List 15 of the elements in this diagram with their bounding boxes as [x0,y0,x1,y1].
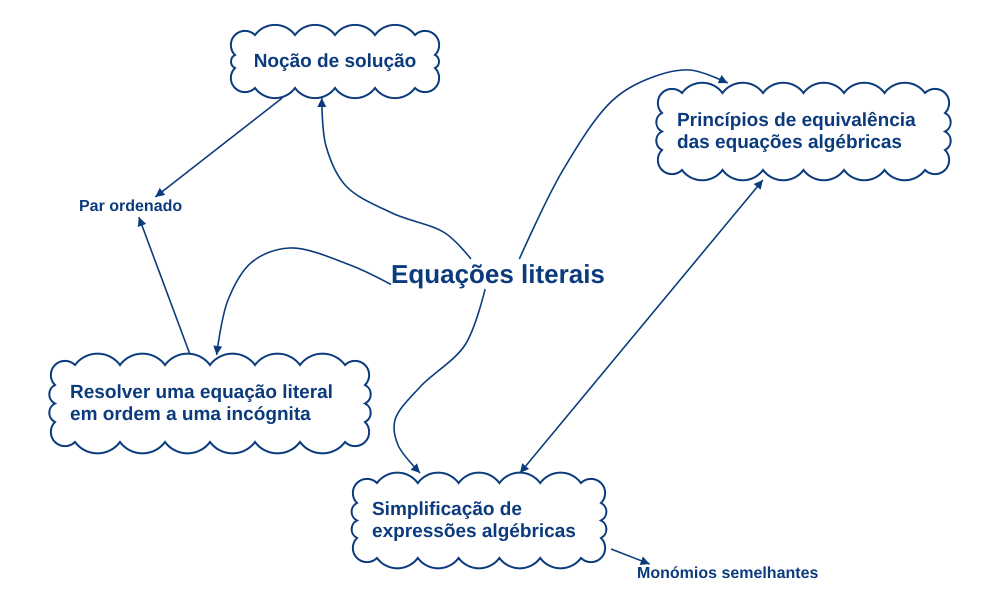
concept-text: Resolver uma equação literal em ordem a uma incógnita [70,382,334,426]
arrow [138,216,191,356]
arrow [518,69,728,260]
topic-title: Equações literais [391,259,605,289]
arrow [213,247,392,356]
concept-text: Simplificação de expressões algébricas [372,498,577,542]
arrow [393,288,486,474]
concept-text: Noção de solução [254,50,416,72]
arrow [154,97,283,198]
arrow [317,98,472,260]
concept-label: Par ordenado [79,197,182,217]
arrow [610,548,650,565]
double-arrow [519,179,764,474]
concept-text: Princípios de equivalência das equações algébricas [677,110,917,154]
concept-label: Monómios semelhantes [637,564,818,584]
